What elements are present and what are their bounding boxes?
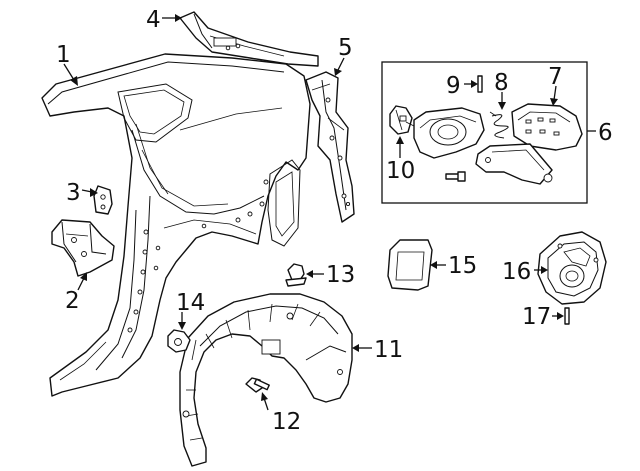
leader-lines	[63, 14, 596, 411]
callout-3: 3	[66, 180, 81, 206]
wheel-housing-liner	[179, 293, 353, 467]
callout-labels: 1 2 3 4 5 6 7 8 9 10 11 12 13 14 15 16 1…	[56, 7, 613, 435]
lower-bracket	[51, 219, 115, 277]
upper-reinforcement	[179, 11, 319, 67]
access-cover	[387, 239, 433, 291]
callout-4: 4	[146, 7, 161, 33]
fuel-door-housing	[413, 107, 485, 159]
fuel-filler-housing	[537, 231, 607, 305]
door-actuator	[389, 105, 415, 135]
fuel-door	[511, 103, 583, 151]
quarter-panel	[41, 53, 311, 397]
callout-17: 17	[522, 304, 551, 330]
callout-15: 15	[448, 253, 477, 279]
callout-14: 14	[176, 290, 205, 316]
callout-12: 12	[272, 409, 301, 435]
door-spring	[489, 111, 509, 139]
liner-screw	[245, 377, 270, 393]
push-clip	[285, 263, 307, 287]
callout-6: 6	[598, 120, 613, 146]
callout-8: 8	[494, 70, 509, 96]
callout-11: 11	[374, 337, 403, 363]
callout-1: 1	[56, 42, 71, 68]
inset-screw	[445, 171, 466, 182]
vertical-bracket	[305, 71, 355, 223]
callout-10: 10	[386, 158, 415, 184]
fuel-door-inset-frame	[381, 61, 588, 204]
hinge-pin	[477, 75, 483, 93]
callout-7: 7	[548, 64, 563, 90]
door-hinge-arm	[475, 143, 553, 185]
callout-2: 2	[65, 288, 80, 314]
callout-9: 9	[446, 73, 461, 99]
small-pin	[564, 307, 570, 325]
clip-nut	[167, 329, 191, 353]
callout-5: 5	[338, 35, 353, 61]
small-bracket	[93, 185, 113, 215]
callout-13: 13	[326, 262, 355, 288]
callout-16: 16	[502, 259, 531, 285]
